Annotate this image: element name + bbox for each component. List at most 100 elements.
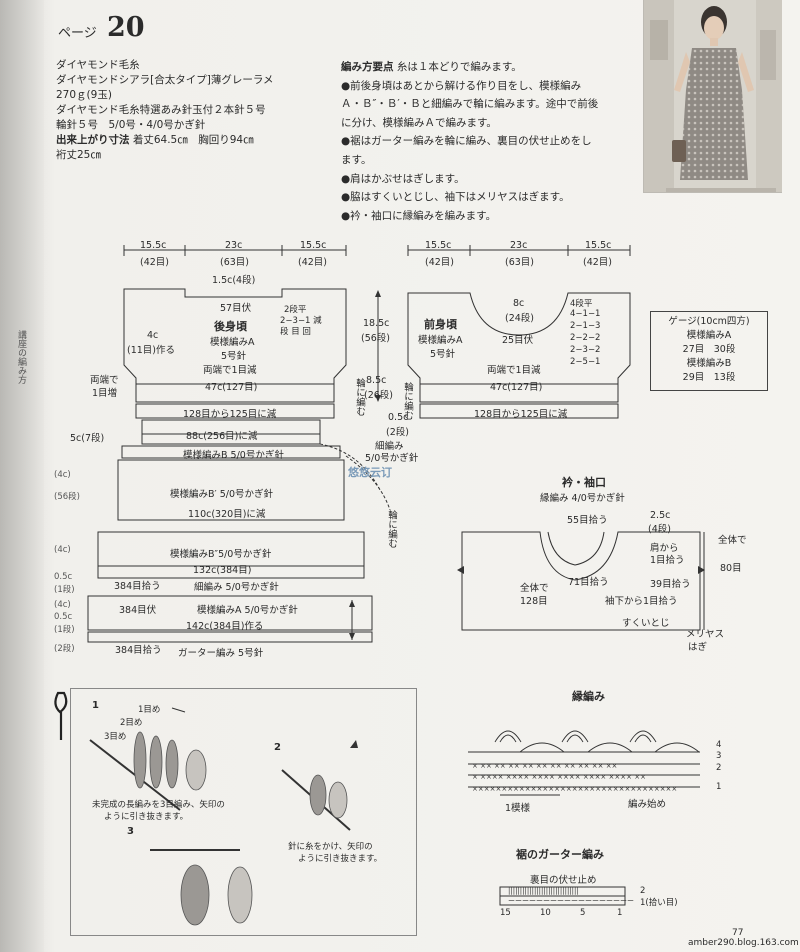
middle-round2: 輪に編む — [402, 382, 413, 420]
front-top-right-sts: (42目) — [583, 257, 613, 268]
front-neck-bind: 25目伏 — [502, 335, 534, 346]
gauge-a-values: 27目 30段 — [682, 344, 736, 355]
back-inc-both1: 両端で — [90, 375, 119, 386]
middle-depth-rows: (56段) — [361, 333, 391, 344]
front-dec4: 2−2−2 — [570, 333, 601, 343]
technique-caption1b: ように引き抜きます。 — [104, 812, 189, 822]
collar-pickup55: 55目拾う — [567, 515, 608, 526]
collar-pickup71: 71目拾う — [568, 577, 609, 588]
back-dec-both: 両端で1目減 — [203, 365, 257, 376]
front-top-mid: 23c — [510, 240, 528, 251]
back-width: 47c(127目) — [205, 382, 258, 393]
back-top-mid-sts: (63目) — [220, 257, 250, 268]
back-body-pattern: 模様編みA — [210, 337, 255, 348]
collar-stockinette: メリヤス — [686, 629, 725, 640]
front-dec2: 4−1−1 — [570, 309, 601, 319]
collar-edge-width: 2.5c — [650, 510, 671, 521]
technique-box — [70, 688, 417, 936]
back-armhole-rows: (11目)作る — [127, 345, 176, 356]
middle-depth: 18.5c — [363, 318, 390, 329]
points-item: ●脇はすくいとじし、袖下はメリヤスはぎます。 — [341, 191, 570, 204]
gauge-box: ゲージ(10cm四方) 模様編みA 27目 30段 模様編みB 29目 13段 — [650, 311, 768, 391]
technique-label2: 2目め — [120, 718, 143, 728]
points-item: に分け、模様編みＡで編みます。 — [341, 116, 497, 129]
garter-chart-col: 10 — [540, 908, 551, 918]
skirt-left-mark: 0.5c — [54, 572, 73, 582]
skirt-band2: 110c(320目)に減 — [188, 509, 266, 520]
edging-row: 1 — [716, 782, 722, 792]
materials-needles: ダイヤモンド毛糸特選あみ針玉付２本針５号 — [56, 104, 266, 116]
technique-label1: 1目め — [138, 705, 161, 715]
back-armhole: 4c — [147, 330, 159, 341]
technique-step2: 2 — [274, 742, 281, 753]
garter-chart-bindoff: 裏目の伏せ止め — [530, 875, 597, 886]
skirt-left-mark: (2段) — [54, 644, 75, 654]
materials-block: ダイヤモンド毛糸 ダイヤモンドシアラ[合太タイプ]薄グレーラメ 270ｇ(9玉)… — [56, 58, 326, 163]
middle-crochet: 細編み — [375, 441, 404, 452]
edging-title: 縁編み — [572, 690, 605, 703]
middle-gap-rows: (2段) — [386, 427, 409, 438]
skirt-left-mark: 0.5c — [54, 612, 73, 622]
back-neck-dec1: 2段平 — [284, 305, 307, 315]
collar-total128b: 128目 — [520, 596, 548, 607]
technique-step3: 3 — [127, 826, 134, 837]
collar-pickup39: 39目拾う — [650, 579, 691, 590]
back-neck-bind: 57目伏 — [220, 303, 252, 314]
materials-size-value: 着丈64.5㎝ 胸回り94㎝ — [132, 134, 254, 146]
collar-subtitle: 縁編み 4/0号かぎ針 — [540, 493, 625, 504]
points-item: ●衿・袖口に縁編みを編みます。 — [341, 209, 497, 222]
back-top-left-sts: (42目) — [140, 257, 170, 268]
source-url: amber290.blog.163.com — [688, 938, 799, 948]
collar-hagi: はぎ — [688, 642, 708, 653]
front-body-pattern: 模様編みA — [418, 335, 463, 346]
skirt-left-mark: (1段) — [54, 585, 75, 595]
collar-total80b: 80目 — [720, 563, 742, 574]
knitting-points: 編み方要点 糸は１本どりで編みます。 ●前後身頃はあとから解ける作り目をし、模様… — [341, 58, 641, 225]
points-item: ●肩はかぶせはぎします。 — [341, 172, 465, 185]
front-top-left-sts: (42目) — [425, 257, 455, 268]
header-prefix: ページ — [58, 26, 97, 41]
middle-armhole-rows: (26段) — [364, 390, 394, 401]
technique-caption2a: 針に糸をかけ、矢印の — [288, 842, 373, 852]
front-top-mid-sts: (63目) — [505, 257, 535, 268]
skirt-pickup1: 384目拾う — [114, 581, 161, 592]
technique-caption1a: 未完成の長編みを3目編み、矢印の — [92, 800, 225, 810]
front-dec1: 4段平 — [570, 299, 593, 309]
front-top-right: 15.5c — [585, 240, 612, 251]
garter-chart-row2: 2 — [640, 886, 646, 896]
skirt-left-mark: (56段) — [54, 492, 80, 502]
skirt-band4: 142c(384目)作る — [186, 621, 264, 632]
skirt-left-mark: (4c) — [54, 470, 71, 480]
skirt-left-mark: (4c) — [54, 600, 71, 610]
back-top-right-sts: (42目) — [298, 257, 328, 268]
watermark: 悠悠云订 — [348, 466, 392, 479]
skirt-garter: ガーター編み 5号針 — [178, 648, 264, 659]
front-body-title: 前身頃 — [424, 318, 457, 331]
gauge-a: 模様編みA — [686, 330, 732, 341]
back-body-title: 後身頃 — [214, 320, 247, 333]
back-top-right: 15.5c — [300, 240, 327, 251]
front-top-left: 15.5c — [425, 240, 452, 251]
middle-crochet-hook: 5/0号かぎ針 — [365, 453, 419, 464]
skirt-sc-band: 細編み 5/0号かぎ針 — [194, 582, 279, 593]
middle-dec-back: 128目から125目に減 — [183, 409, 277, 420]
front-neck-rows: (24段) — [505, 313, 535, 324]
collar-total128a: 全体で — [520, 583, 549, 594]
middle-round3: 輪に編む — [386, 510, 397, 548]
page-number-title: 20 — [107, 12, 145, 43]
front-neck: 8c — [513, 298, 525, 309]
collar-edge-rows: (4段) — [648, 524, 671, 535]
collar-scoop: すくいとじ — [622, 618, 670, 629]
points-item: ●前後身頃はあとから解ける作り目をし、模様編み — [341, 79, 582, 92]
svg-text:× ×× ×× ×× ×× ×× ×× ×× ×× ×× ×: × ×× ×× ×× ×× ×× ×× ×× ×× ×× ×× — [472, 762, 617, 770]
skirt-band1-pattern: 模様編みB 5/0号かぎ針 — [183, 450, 284, 461]
edging-row: 2 — [716, 763, 722, 773]
collar-total80a: 全体で — [718, 535, 747, 546]
garter-chart-col: 5 — [580, 908, 586, 918]
back-neck-dec3: 段 目 回 — [280, 327, 311, 337]
materials-size-label: 出来上がり寸法 — [56, 134, 130, 146]
garter-chart-row1: 1(拾い目) — [640, 898, 678, 908]
book-spine — [0, 0, 44, 952]
collar-title: 衿・袖口 — [562, 476, 606, 489]
points-title: 編み方要点 — [341, 61, 394, 73]
